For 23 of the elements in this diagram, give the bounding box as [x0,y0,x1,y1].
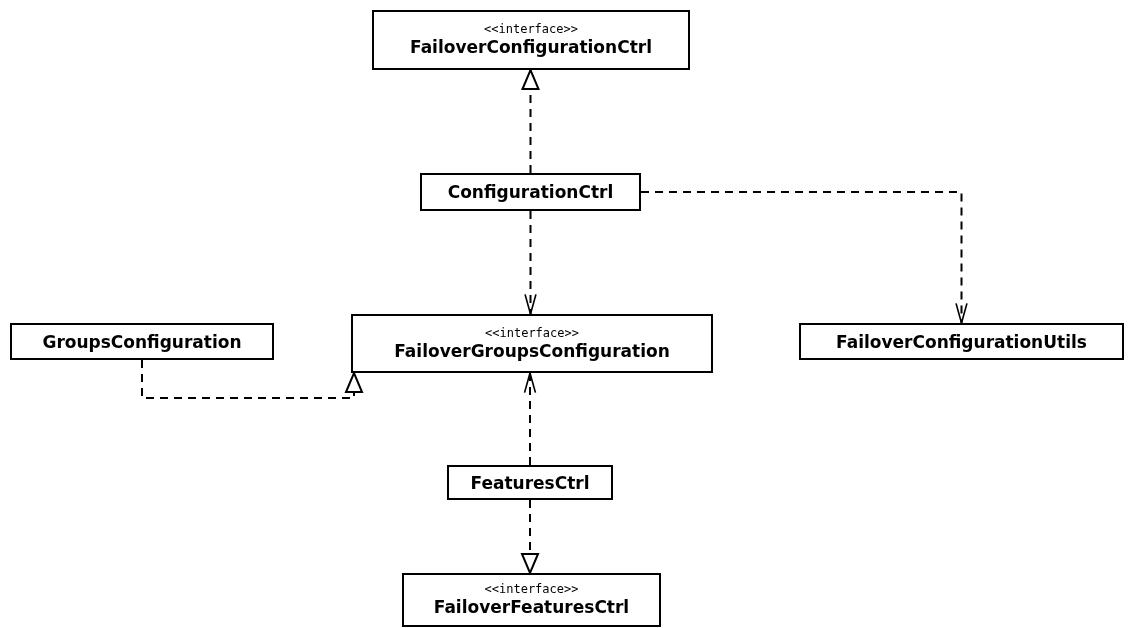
realization-arrow [521,69,540,174]
dependency-arrow [523,372,537,466]
interface-box [351,314,713,373]
class-box [447,465,613,500]
class-name: ConfigurationCtrl [447,181,614,203]
class-name: FeaturesCtrl [470,471,590,494]
dependency-arrow [640,191,968,324]
realization-arrow [521,499,539,574]
class-name: FailoverConfigurationCtrl [410,36,652,58]
class-box [420,173,641,211]
class-name: FailoverConfigurationUtils [836,330,1087,353]
interface-box [372,10,690,70]
dependency-arrow [524,210,537,315]
stereotype-label: <<interface>> [484,22,578,36]
stereotype-label: <<interface>> [484,582,579,596]
class-name: FailoverGroupsConfiguration [394,339,670,362]
class-name: GroupsConfiguration [42,330,242,353]
interface-box [402,573,661,627]
class-box [10,323,274,360]
realization-arrow [141,359,363,399]
class-name: FailoverFeaturesCtrl [433,596,630,618]
class-box [799,323,1124,360]
stereotype-label: <<interface>> [485,325,579,340]
